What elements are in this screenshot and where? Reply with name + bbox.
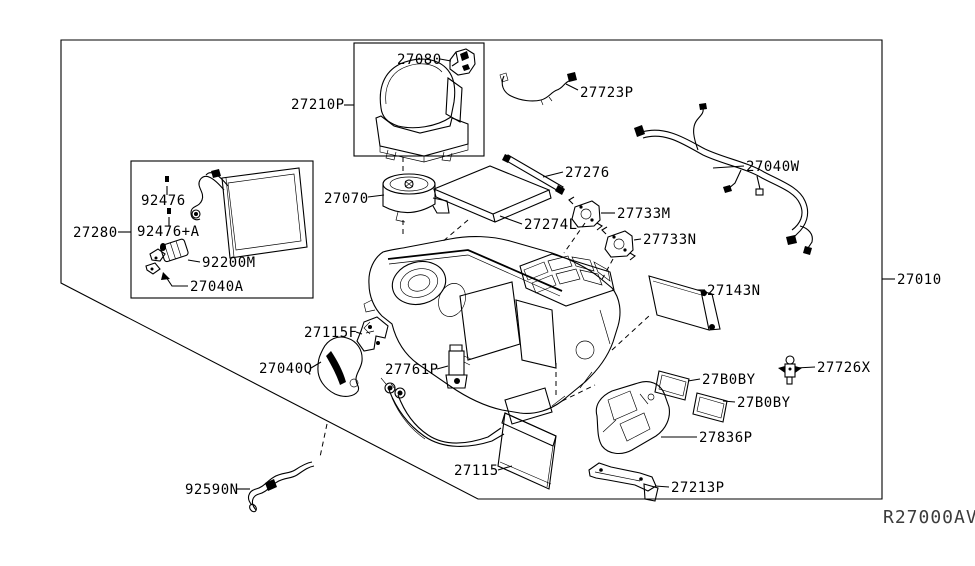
part-27040q-drawing (317, 336, 363, 397)
label-leader-lines (118, 58, 895, 490)
part-label-27213p: 27213P (671, 480, 725, 496)
part-label-27143n: 27143N (707, 283, 761, 299)
part-label-27733n: 27733N (643, 232, 697, 248)
part-label-27723p: 27723P (580, 85, 634, 101)
part-27115-drawing (380, 377, 557, 490)
part-27143n-drawing (648, 275, 721, 331)
part-27b0by-2-drawing (692, 392, 728, 423)
part-label-27726x: 27726X (817, 360, 871, 376)
part-label-27115: 27115 (454, 463, 499, 479)
part-27733n-drawing (601, 226, 636, 261)
part-label-27761p: 27761P (385, 362, 439, 378)
heater-unit-case-drawing (363, 236, 621, 425)
diagram-ref-code: R27000AV (883, 507, 975, 528)
part-92476-screw (165, 176, 169, 182)
part-27723p-drawing (499, 72, 577, 106)
part-92200m-drawing (160, 238, 189, 263)
part-27280-kit-drawing (145, 167, 308, 280)
part-27040a-drawing (145, 248, 170, 280)
part-27836p-drawing (595, 381, 670, 455)
part-label-92590n: 92590N (185, 482, 239, 498)
part-27b0by-1-drawing (654, 370, 690, 401)
part-27210p-drawing (375, 58, 469, 163)
part-labels: 27080 27210P 27723P 27040W 27276 27070 2… (73, 52, 975, 528)
part-label-27115f: 27115F (304, 325, 358, 341)
part-27213p-drawing (588, 462, 659, 502)
part-27070-drawing (382, 173, 450, 223)
part-label-27733m: 27733M (617, 206, 671, 222)
outer-boundary (60, 39, 883, 500)
part-92476a-screw (167, 208, 171, 214)
part-label-27040a: 27040A (190, 279, 244, 295)
part-label-92476: 92476 (141, 193, 186, 209)
part-label-27210p: 27210P (291, 97, 345, 113)
part-label-92476a: 92476+A (137, 224, 200, 240)
part-label-27040q: 27040Q (259, 361, 313, 377)
part-27761p-drawing (445, 344, 472, 389)
part-label-27274l: 27274L (524, 217, 578, 233)
part-27080-drawing (449, 48, 476, 76)
part-label-27b0by-1: 27B0BY (702, 372, 756, 388)
evaporator-kit-box (130, 160, 314, 299)
part-27726x-drawing (778, 355, 802, 385)
part-92590n-drawing (247, 461, 315, 513)
assembly-dashed-lines (319, 157, 650, 458)
part-27733m-drawing (568, 196, 603, 231)
part-label-27080: 27080 (397, 52, 442, 68)
part-27040w-drawing (634, 103, 813, 255)
part-label-27070: 27070 (324, 191, 369, 207)
part-label-27040w: 27040W (746, 159, 800, 175)
part-label-92200m: 92200M (202, 255, 256, 271)
part-27274l-drawing (432, 165, 552, 223)
part-27115f-drawing (356, 316, 389, 352)
part-label-27836p: 27836P (699, 430, 753, 446)
part-label-27280: 27280 (73, 225, 118, 241)
part-label-27b0by-2: 27B0BY (737, 395, 791, 411)
blower-assembly-box (353, 42, 485, 157)
part-label-27010: 27010 (897, 272, 942, 288)
part-label-27276: 27276 (565, 165, 610, 181)
